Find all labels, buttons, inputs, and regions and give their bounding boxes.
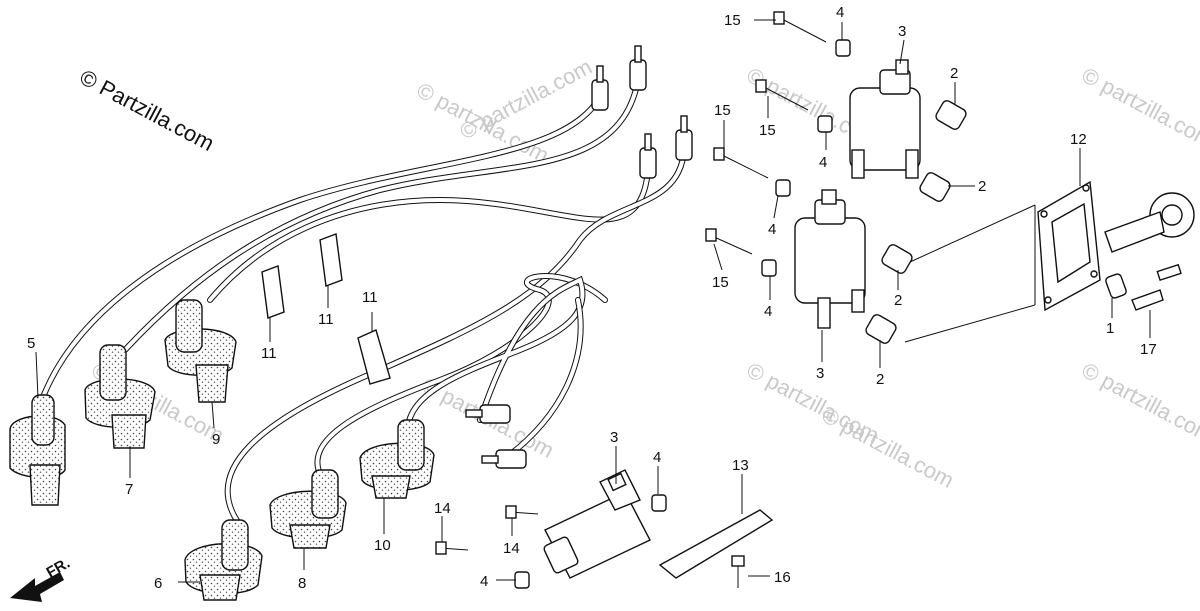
callout-2: 2 <box>894 292 902 309</box>
callout-16: 16 <box>774 569 791 586</box>
plug-cap-5-7 <box>9 394 66 506</box>
callout-4: 4 <box>819 154 827 171</box>
callout-4: 4 <box>480 573 488 590</box>
callout-2: 2 <box>876 371 884 388</box>
leader-lines <box>35 19 1151 583</box>
callout-17: 17 <box>1140 341 1157 358</box>
watermark-text: © partzilla.com <box>1078 62 1200 153</box>
callout-15: 15 <box>714 102 731 119</box>
spark-plug-caps <box>9 299 435 601</box>
front-direction-label: FR. <box>44 555 73 582</box>
connector-pin <box>481 455 499 464</box>
ignition-coil-upper <box>849 59 921 179</box>
front-direction-indicator: FR. <box>10 555 73 602</box>
connector-cap <box>495 449 527 469</box>
ignition-coil-lower <box>794 189 866 329</box>
callout-11: 11 <box>362 289 378 306</box>
callout-4: 4 <box>653 449 661 466</box>
callout-8: 8 <box>298 575 306 592</box>
callout-13: 13 <box>732 457 749 474</box>
plug-cap-6 <box>184 519 263 601</box>
callout-4: 4 <box>836 4 844 21</box>
plug-cap-10 <box>359 419 435 499</box>
callout-4: 4 <box>764 303 772 320</box>
assembly-lines <box>904 204 1036 343</box>
callout-3: 3 <box>816 365 824 382</box>
brand-copyright: © Partzilla.com <box>76 64 219 156</box>
callout-6: 6 <box>154 575 162 592</box>
watermarks: © partzilla.com © partzilla.com © partzi… <box>88 54 1200 493</box>
collars <box>865 100 967 344</box>
grommet-parts <box>1104 192 1195 311</box>
connector-cap <box>479 404 511 424</box>
callout-11: 11 <box>318 311 334 328</box>
callout-15: 15 <box>724 12 741 29</box>
wire-clamps <box>261 233 391 385</box>
watermark-text: © partzilla.com <box>1078 357 1200 448</box>
callout-2: 2 <box>978 178 986 195</box>
ignition-coil-bottom <box>543 469 651 579</box>
callout-7: 7 <box>125 481 133 498</box>
connector-pin <box>465 409 483 418</box>
connector-cap <box>639 147 657 179</box>
callout-3: 3 <box>610 429 618 446</box>
callout-1: 1 <box>1106 320 1114 337</box>
connector-cap <box>629 59 647 91</box>
callout-9: 9 <box>212 431 220 448</box>
coil-bracket <box>1037 180 1101 312</box>
coil-stay-bracket <box>658 509 774 579</box>
callout-15: 15 <box>759 122 776 139</box>
nuts <box>514 39 851 589</box>
wire-clamp <box>357 329 391 385</box>
connector-pin <box>596 65 604 83</box>
plug-cap-9 <box>164 299 237 403</box>
callout-5: 5 <box>27 335 35 352</box>
connector-cap <box>591 79 609 111</box>
connector-pin <box>680 115 688 133</box>
callout-14: 14 <box>503 540 520 557</box>
connector-pin <box>634 45 642 63</box>
callout-12: 12 <box>1070 131 1087 148</box>
wire-end-connectors <box>465 45 693 469</box>
spark-plug-wires <box>37 77 687 528</box>
callout-14: 14 <box>434 500 451 517</box>
callout-2: 2 <box>950 65 958 82</box>
watermark-text: © partzilla.com <box>818 402 958 493</box>
wire-clamp <box>261 265 285 319</box>
callout-4: 4 <box>768 221 776 238</box>
callout-3: 3 <box>898 23 906 40</box>
bolts <box>435 11 827 588</box>
connector-pin <box>644 133 652 151</box>
callout-11: 11 <box>261 345 277 362</box>
connector-cap <box>675 129 693 161</box>
plug-cap-8 <box>269 469 347 549</box>
callout-10: 10 <box>374 537 391 554</box>
callout-numbers: 15 4 3 2 15 15 4 2 12 4 15 4 2 1 17 3 2 … <box>27 4 1157 592</box>
wire-clamp <box>319 233 343 287</box>
plug-cap-7 <box>84 344 156 449</box>
callout-15: 15 <box>712 274 729 291</box>
